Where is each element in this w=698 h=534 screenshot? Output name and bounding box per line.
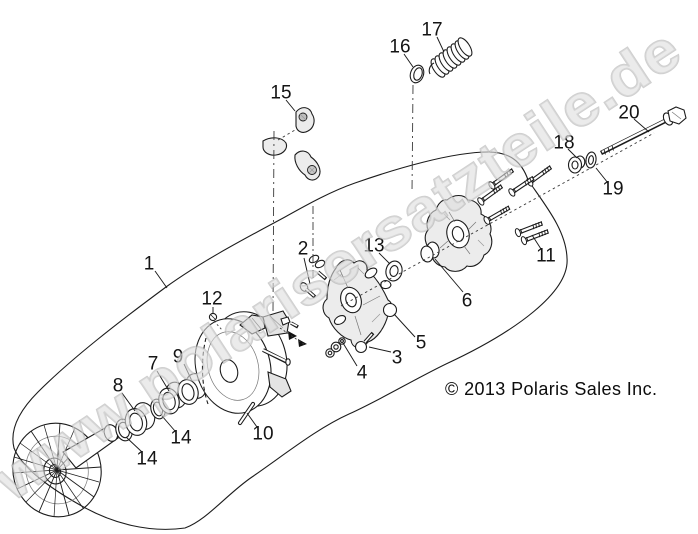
- callout-label-20: 20: [618, 103, 639, 124]
- fixed-sheave-fan: [12, 422, 119, 518]
- callout-label-7: 7: [148, 354, 159, 375]
- callout-leader-3: [368, 346, 392, 353]
- washers-4: [325, 337, 346, 358]
- callout-leader-17: [436, 36, 445, 53]
- callout-label-6: 6: [462, 291, 473, 312]
- callout-leader-2: [303, 257, 311, 285]
- ball-5: [382, 302, 398, 318]
- callout-leader-10: [246, 412, 258, 428]
- callout-label-13: 13: [363, 236, 384, 257]
- callout-label-4: 4: [357, 363, 368, 384]
- callout-label-17: 17: [421, 20, 442, 41]
- callout-leader-4: [342, 342, 358, 367]
- cover-plate-6: [420, 194, 493, 272]
- ball-pin-3: [354, 331, 375, 354]
- callout-label-19: 19: [602, 179, 623, 200]
- shaft-rings: [115, 373, 207, 442]
- callout-leader-16: [403, 53, 414, 68]
- callout-leader-6: [434, 258, 464, 293]
- spring-17: [428, 37, 473, 78]
- callout-leader-20: [633, 118, 650, 133]
- bolt-20: [600, 106, 687, 155]
- pin-10: [237, 401, 256, 426]
- sheave-bracket: [267, 371, 292, 398]
- roller-pin: [262, 348, 291, 366]
- callout-leader-19: [595, 167, 609, 184]
- callout-leader-11: [531, 234, 542, 250]
- screw-12: [208, 312, 218, 322]
- callout-leader-15: [285, 99, 296, 112]
- callout-label-14: 14: [170, 428, 192, 449]
- callout-leader-1: [154, 270, 168, 289]
- roller-13: [364, 260, 403, 290]
- movable-sheave: [194, 310, 307, 426]
- callout-label-8: 8: [113, 376, 124, 397]
- callout-label-14: 14: [136, 449, 158, 470]
- callout-leader-13: [378, 252, 391, 265]
- callout-leader-7: [156, 370, 170, 392]
- callout-leader-14: [125, 436, 143, 453]
- callout-label-3: 3: [392, 348, 403, 369]
- weights-15: [262, 107, 321, 181]
- fasteners-2: [299, 254, 347, 326]
- callout-label-2: 2: [298, 239, 309, 260]
- callout-label-16: 16: [389, 37, 410, 58]
- callout-leader-14: [161, 415, 176, 432]
- washer-19: [585, 151, 597, 169]
- nut-18: [567, 155, 586, 174]
- clutch-shaft: [62, 424, 119, 469]
- callout-leader-9: [183, 363, 193, 382]
- assembly-outline: [12, 151, 568, 530]
- oring-16: [409, 64, 425, 84]
- bushing-8: [124, 402, 156, 436]
- callout-label-5: 5: [416, 333, 427, 354]
- screws-11: [514, 219, 549, 245]
- cover-roller: [420, 241, 440, 263]
- callout-leader-8: [121, 392, 136, 412]
- callout-label-18: 18: [553, 133, 574, 154]
- callout-label-10: 10: [252, 424, 273, 445]
- bushing-7: [158, 381, 187, 415]
- callout-label-9: 9: [173, 347, 184, 368]
- small-fasteners: [280, 316, 307, 347]
- callout-leader-18: [567, 148, 578, 159]
- callout-label-1: 1: [144, 254, 155, 275]
- callout-leader-5: [393, 313, 416, 338]
- ramp-tower: [262, 310, 290, 337]
- callout-label-15: 15: [270, 83, 291, 104]
- watermark-text: www.polarisersatzteile.de: [0, 16, 693, 513]
- centerlines: [213, 84, 655, 346]
- callout-label-12: 12: [201, 289, 222, 310]
- copyright-text: © 2013 Polaris Sales Inc.: [445, 379, 658, 399]
- spider: [299, 254, 403, 358]
- callout-label-11: 11: [536, 246, 556, 267]
